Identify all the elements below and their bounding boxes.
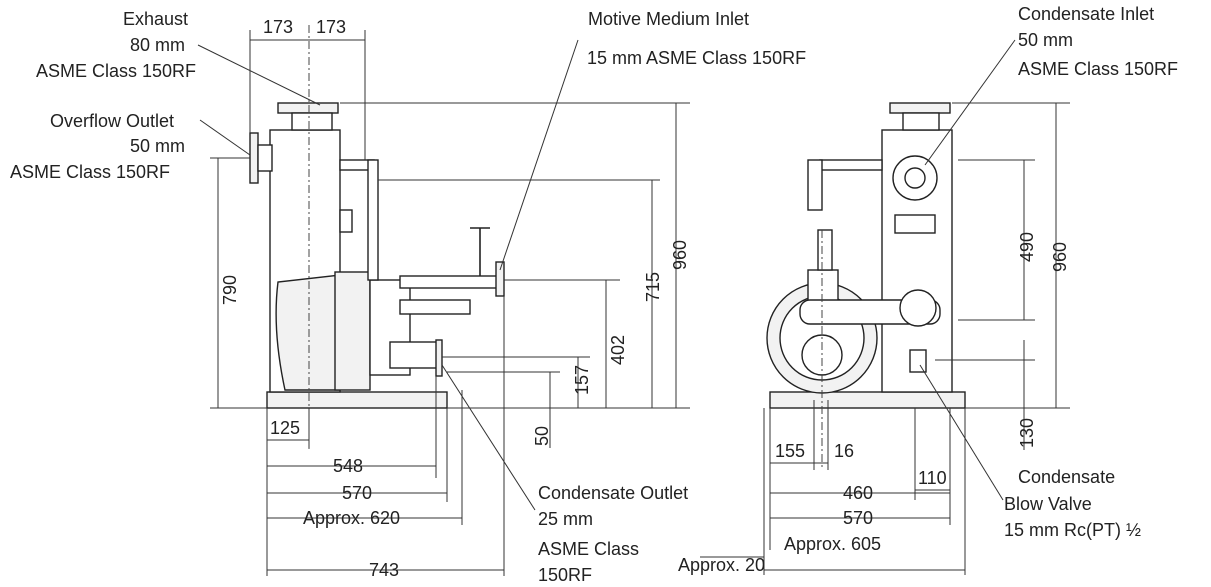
dim-605: Approx. 605 <box>784 534 881 554</box>
side-motive-valve <box>807 159 823 211</box>
side-outlet-flange <box>899 289 937 327</box>
front-overflow-neck <box>257 144 273 172</box>
cond-inlet-label-1: Condensate Inlet <box>1018 4 1154 24</box>
cond-inlet-label-2: 50 mm <box>1018 30 1073 50</box>
dim-16: 16 <box>834 441 854 461</box>
dim-50: 50 <box>532 426 552 446</box>
cond-outlet-label-1: Condensate Outlet <box>538 483 688 503</box>
dim-715: 715 <box>643 272 663 302</box>
dim-130: 130 <box>1017 418 1037 448</box>
overflow-label-1: Overflow Outlet <box>50 111 174 131</box>
dim-173-b: 173 <box>316 17 346 37</box>
side-motive-valve-2 <box>817 229 833 271</box>
dim-173-a: 173 <box>263 17 293 37</box>
dim-960-side: 960 <box>1050 242 1070 272</box>
side-view <box>766 102 966 470</box>
front-view <box>249 25 505 450</box>
cond-inlet-label-3: ASME Class 150RF <box>1018 59 1178 79</box>
approx-20-label: Approx. 20 <box>678 555 765 575</box>
side-dimensions: 960 490 130 155 16 460 110 570 Approx. 6… <box>678 102 1070 575</box>
front-gauge-box <box>339 209 353 233</box>
overflow-label-2: 50 mm <box>130 136 185 156</box>
front-dimensions: 173 173 790 960 715 402 157 50 125 <box>210 17 690 580</box>
side-motive-pipe <box>819 159 883 171</box>
front-exhaust-flange <box>277 102 339 114</box>
dim-155: 155 <box>775 441 805 461</box>
dim-620: Approx. 620 <box>303 508 400 528</box>
cond-outlet-label-3: ASME Class <box>538 539 639 559</box>
side-blow-valve <box>909 349 927 373</box>
front-outlet-flange <box>435 339 443 377</box>
front-pump-body <box>275 274 341 391</box>
dim-743: 743 <box>369 560 399 580</box>
front-outlet-pipe <box>399 299 471 315</box>
overflow-label-3: ASME Class 150RF <box>10 162 170 182</box>
cond-outlet-label-4: 150RF <box>538 565 592 585</box>
motive-label-1: Motive Medium Inlet <box>588 9 749 29</box>
dim-490: 490 <box>1017 232 1037 262</box>
dim-125: 125 <box>270 418 300 438</box>
side-nameplate <box>894 214 936 234</box>
blow-valve-label-2: Blow Valve <box>1004 494 1092 514</box>
dim-460: 460 <box>843 483 873 503</box>
exhaust-label-1: Exhaust <box>123 9 188 29</box>
exhaust-label-3: ASME Class 150RF <box>36 61 196 81</box>
dim-157: 157 <box>572 365 592 395</box>
dim-110: 110 <box>918 468 947 488</box>
dim-960-front: 960 <box>670 240 690 270</box>
dim-570-side: 570 <box>843 508 873 528</box>
front-side-riser <box>367 159 379 281</box>
side-inlet-port <box>904 167 926 189</box>
front-outlet-valve <box>389 341 441 369</box>
front-pump-cover <box>334 271 371 391</box>
front-motive-flange <box>495 261 505 297</box>
front-overflow-flange <box>249 132 259 184</box>
side-exhaust-flange <box>889 102 951 114</box>
front-base-plate <box>266 391 448 409</box>
blow-valve-label-3: 15 mm Rc(PT) ½ <box>1004 520 1141 540</box>
dim-790: 790 <box>220 275 240 305</box>
dim-402: 402 <box>608 335 628 365</box>
dim-570-front: 570 <box>342 483 372 503</box>
dim-548: 548 <box>333 456 363 476</box>
side-labels: Condensate Inlet 50 mm ASME Class 150RF … <box>919 4 1178 540</box>
front-motive-pipe <box>399 275 501 289</box>
side-exhaust-neck <box>902 112 940 131</box>
side-base-plate <box>769 391 966 409</box>
blow-valve-label-1: Condensate <box>1018 467 1115 487</box>
cond-outlet-label-2: 25 mm <box>538 509 593 529</box>
exhaust-label-2: 80 mm <box>130 35 185 55</box>
front-exhaust-neck <box>291 112 333 131</box>
motive-label-2: 15 mm ASME Class 150RF <box>587 48 806 68</box>
front-labels: Exhaust 80 mm ASME Class 150RF Overflow … <box>10 9 806 585</box>
